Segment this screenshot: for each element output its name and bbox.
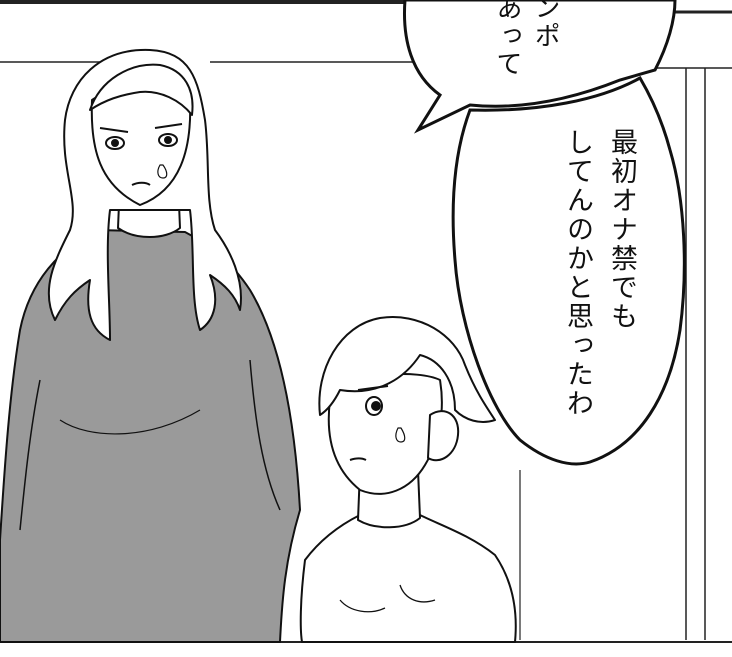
top-bubble-line-1: ンポ — [530, 0, 560, 50]
speech-text: 最初オナ禁でも してんのかと思ったわ — [555, 128, 643, 418]
top-bubble-text: ンポ あって — [488, 0, 564, 78]
woman-shirt — [0, 229, 301, 643]
speech-line-1: 最初オナ禁でも — [606, 128, 637, 331]
main-speech-bubble — [451, 75, 686, 466]
woman-figure — [0, 48, 301, 643]
top-speech-bubble — [403, 0, 677, 134]
sweat-drop-icon — [395, 427, 406, 443]
top-bubble-line-2: あって — [492, 0, 522, 78]
boy-shoulders — [299, 514, 517, 643]
boy-ear — [427, 410, 460, 462]
speech-line-2: してんのかと思ったわ — [562, 128, 593, 418]
boy-face — [327, 373, 443, 495]
boy-figure — [299, 316, 517, 643]
boy-hair — [318, 316, 496, 423]
sweat-drop-icon — [157, 164, 168, 179]
